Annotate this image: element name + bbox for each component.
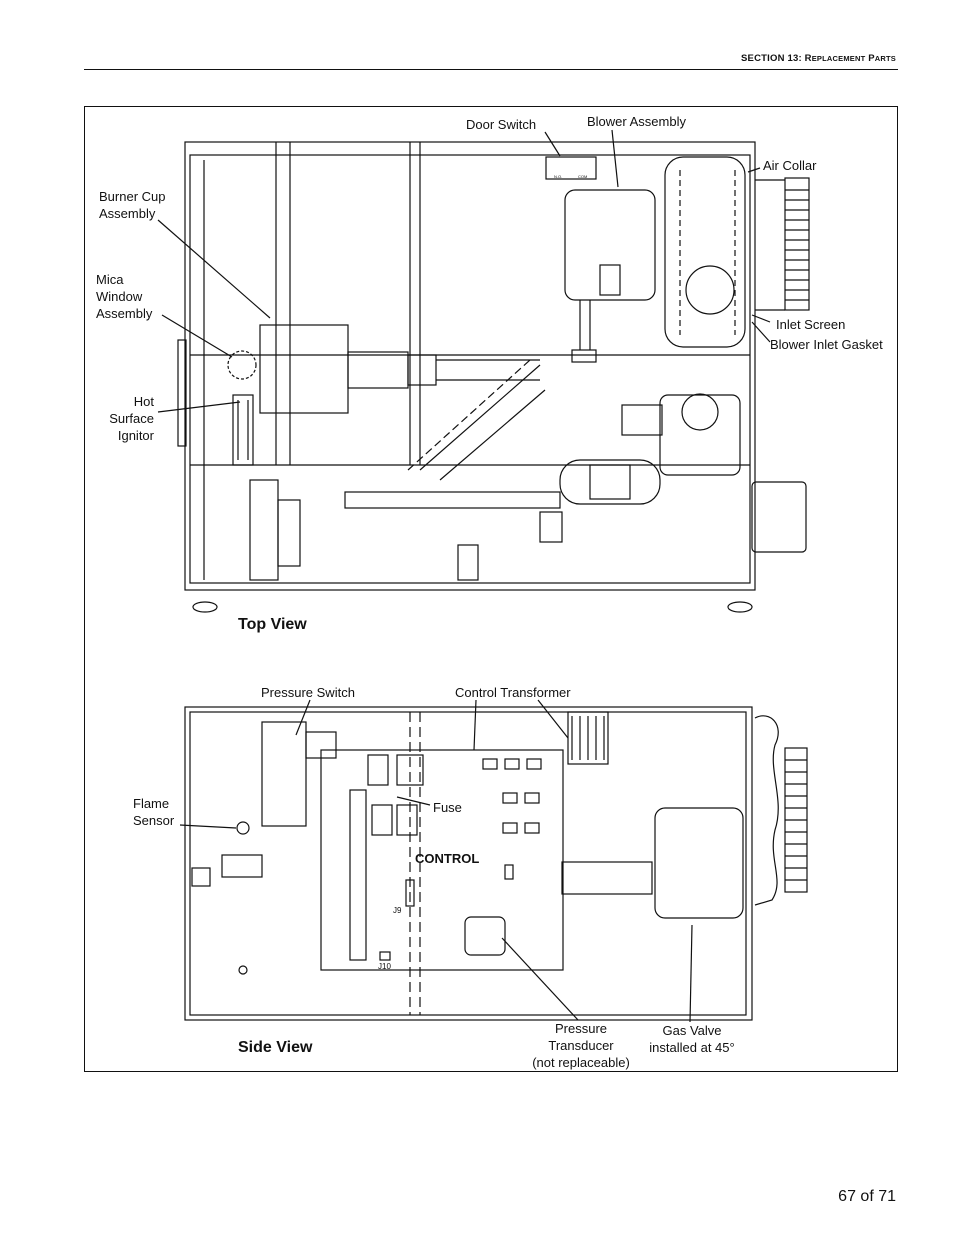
label-j9: J9	[393, 906, 402, 915]
label-control-board: CONTROL	[415, 851, 480, 866]
label-door-switch: Door Switch	[466, 117, 537, 132]
header-rule	[84, 69, 898, 70]
side-view-leaders	[179, 699, 693, 1023]
section-header: SECTION 13: REPLACEMENT PARTS	[741, 53, 896, 64]
label-control-transformer: Control Transformer	[455, 685, 571, 700]
label-pressure-transducer: Pressure Transducer (not replaceable)	[532, 1021, 630, 1070]
label-inlet-screen: Inlet Screen	[776, 317, 846, 332]
label-blower-inlet-gasket: Blower Inlet Gasket	[770, 337, 883, 352]
label-pressure-switch: Pressure Switch	[261, 685, 355, 700]
header-part-4: ARTS	[874, 54, 896, 63]
top-view-leaders	[157, 129, 771, 413]
figure-frame	[84, 106, 898, 1072]
side-view-drawing	[184, 706, 808, 1021]
label-switch-com: COM	[578, 174, 588, 179]
page-number: 67 of 71	[838, 1188, 896, 1205]
label-fuse: Fuse	[433, 800, 462, 815]
label-blower-assembly: Blower Assembly	[587, 114, 686, 129]
side-view-title: Side View	[238, 1039, 313, 1056]
header-part-1: SECTION 13: R	[741, 53, 812, 64]
label-switch-no: N.O.	[554, 174, 563, 179]
label-flame-sensor: Flame Sensor	[133, 796, 175, 828]
label-burner-cup: Burner Cup Assembly	[99, 189, 166, 221]
label-hot-surface-ignitor: Hot Surface Ignitor	[109, 394, 154, 443]
top-view-drawing	[177, 141, 810, 613]
label-mica-window: Mica Window Assembly	[96, 272, 153, 321]
label-j10: J10	[378, 962, 391, 971]
header-part-3: P	[865, 53, 875, 64]
top-view-title: Top View	[238, 616, 307, 633]
label-air-collar: Air Collar	[763, 158, 817, 173]
header-part-2: EPLACEMENT	[811, 54, 866, 63]
label-gas-valve: Gas Valve installed at 45°	[649, 1023, 735, 1055]
